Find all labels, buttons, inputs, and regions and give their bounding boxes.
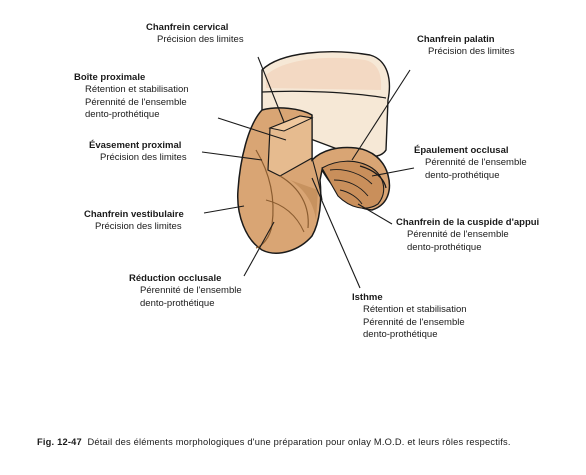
proximal-box-top [268,115,314,132]
leader-cuspide [357,203,393,225]
leader-lines [201,56,415,289]
leader-cervical [257,56,285,123]
label-title: Évasement proximal [89,140,182,151]
label-desc: Rétention et stabilisation [85,84,189,96]
label-reduction-occlusale: Réduction occlusale Pérennité de l'ensem… [129,273,242,310]
occlusal-shadow [290,180,318,220]
label-title: Chanfrein cervical [146,22,229,33]
label-chanfrein-cervical: Chanfrein cervical Précision des limites [146,22,244,47]
leader-vestibulaire [203,205,245,214]
leader-palatin [351,69,411,161]
label-title: Boîte proximale [74,72,146,83]
label-desc: Précision des limites [100,152,187,164]
isthmus-groove [311,157,323,201]
label-evasement-proximal: Évasement proximal Précision des limites [89,140,187,165]
label-isthme: Isthme Rétention et stabilisation Pérenn… [352,292,467,342]
figure-caption: Fig. 12-47 Détail des éléments morpholog… [37,436,552,449]
cusp-bevel-2 [333,179,369,197]
label-desc: dento-prothétique [85,109,160,121]
label-chanfrein-cuspide: Chanfrein de la cuspide d'appui Pérennit… [396,217,539,254]
leader-reduction [243,221,275,277]
label-desc: Précision des limites [428,46,515,58]
label-desc: Précision des limites [95,221,182,233]
label-desc: Rétention et stabilisation [363,304,467,316]
occlusal-sweep-3 [265,199,305,233]
cervical-line [261,90,387,99]
label-title: Isthme [352,292,383,303]
label-desc: Pérennité de l'ensemble [363,316,465,328]
cusp-bevel-1 [329,169,373,185]
label-title: Réduction occlusale [129,273,222,284]
caption-text: Détail des éléments morphologiques d'une… [87,437,511,447]
label-title: Chanfrein de la cuspide d'appui [396,217,540,228]
label-desc: dento-prothétique [363,329,438,341]
label-desc: Précision des limites [157,34,244,46]
palatal-cusp [321,160,385,209]
label-desc: Pérennité de l'ensemble [407,229,509,241]
label-boite-proximale: Boîte proximale Rétention et stabilisati… [74,72,189,122]
label-desc: Pérennité de l'ensemble [425,157,527,169]
label-desc: Pérennité de l'ensemble [85,96,187,108]
label-desc: dento-prothétique [140,297,215,309]
label-chanfrein-vestibulaire: Chanfrein vestibulaire Précision des lim… [84,209,184,234]
label-chanfrein-palatin: Chanfrein palatin Précision des limites [417,34,515,59]
leader-evasement [201,151,263,161]
caption-figure-number: Fig. 12-47 [37,437,82,447]
label-desc: dento-prothétique [407,241,482,253]
cusp-bevel-3 [339,189,363,205]
label-desc: Pérennité de l'ensemble [140,285,242,297]
label-epaulement-occlusal: Épaulement occlusal Pérennité de l'ensem… [414,145,527,182]
leader-isthme [311,177,361,289]
label-title: Chanfrein vestibulaire [84,209,184,220]
leader-epaulement [371,167,415,177]
occlusal-sweep-2 [279,175,309,229]
label-title: Épaulement occlusal [414,145,509,156]
root-shade [266,57,382,90]
label-desc: dento-prothétique [425,169,500,181]
label-title: Chanfrein palatin [417,34,495,45]
leader-proximale [217,117,287,141]
